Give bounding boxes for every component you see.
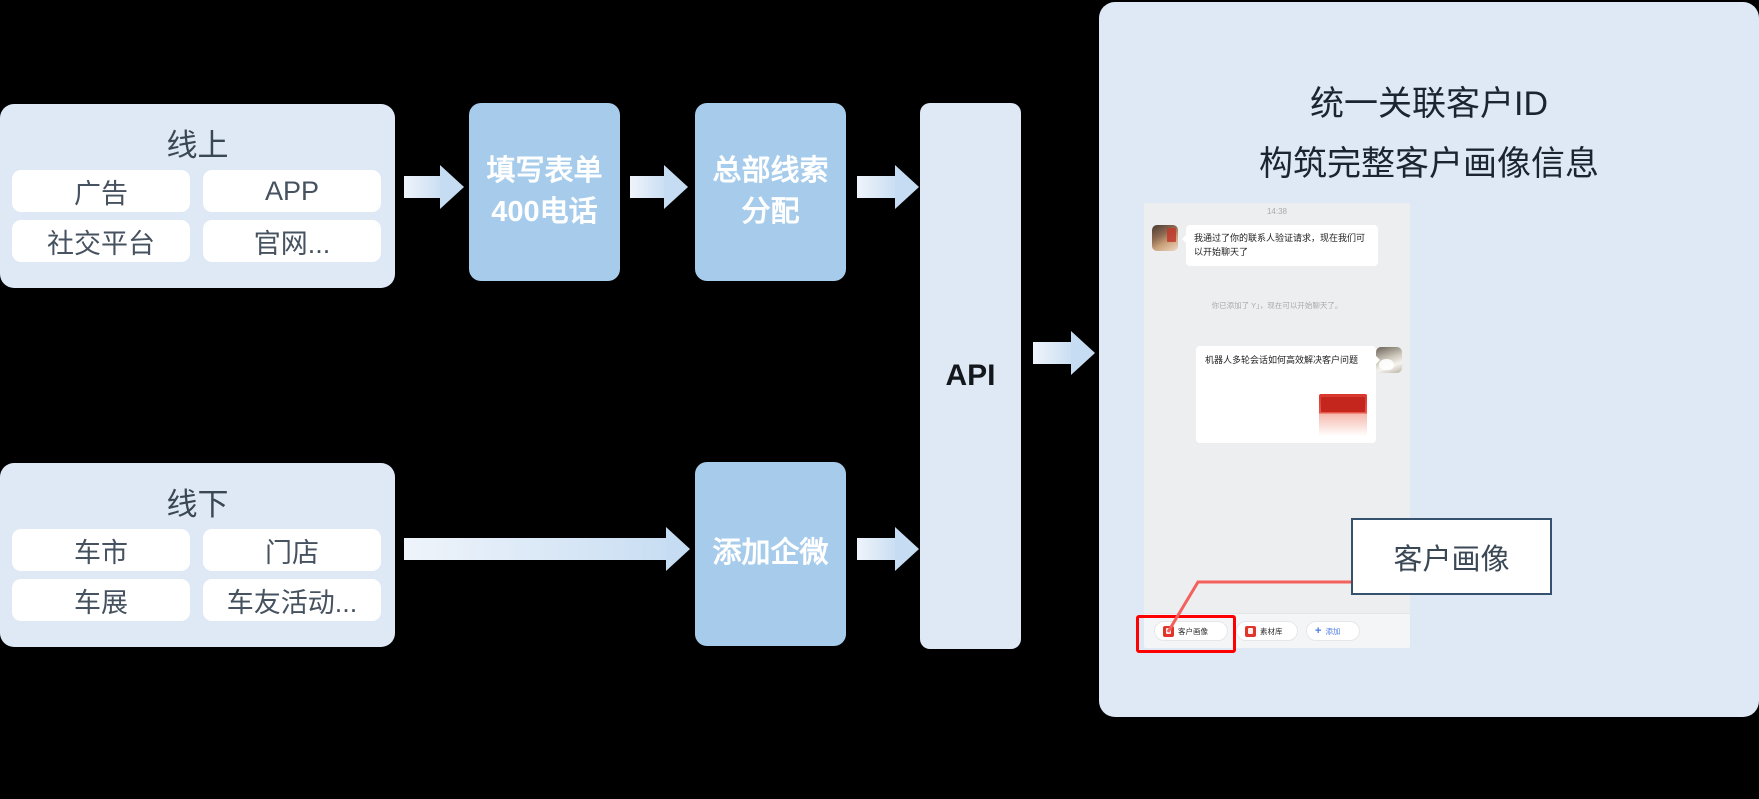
arrow-hq-to-api [857, 165, 919, 209]
source-panel-online-title: 线上 [166, 128, 229, 163]
toolbar-button-add-label: 添加 [1325, 626, 1341, 636]
arrow-wecom-to-api [857, 527, 919, 571]
chat-bubble-outgoing-text: 机器人多轮会话如何高效解决客户问题 [1205, 355, 1359, 365]
process-box-form-line-0: 填写表单 [486, 154, 603, 187]
chat-system-note: 你已添加了 Y」，现在可以开始聊天了。 [1211, 301, 1343, 310]
source-chip-online-3[interactable]: 官网... [203, 220, 381, 262]
arrow-online-to-form [404, 165, 464, 209]
toolbar-button-customer-profile-label: 客户画像 [1178, 626, 1208, 636]
process-box-hq-lead[interactable]: 总部线索 分配 [695, 103, 846, 281]
plus-icon: + [1315, 624, 1322, 637]
toolbar-button-add[interactable]: + 添加 [1306, 621, 1360, 641]
arrow-form-to-hq [630, 165, 688, 209]
process-box-add-wecom[interactable]: 添加企微 [695, 462, 846, 646]
process-box-hq-lead-line-0: 总部线索 [712, 154, 829, 187]
callout-customer-profile-label: 客户画像 [1393, 543, 1510, 576]
api-column[interactable]: API [920, 103, 1021, 649]
callout-customer-profile: 客户画像 [1351, 518, 1552, 595]
chat-toolbar: 客户画像 素材库 + 添加 [1144, 613, 1410, 648]
chat-bubble-incoming: 我通过了你的联系人验证请求，现在我们可以开始聊天了 [1182, 225, 1378, 266]
source-chip-offline-3[interactable]: 车友活动... [203, 579, 381, 621]
chat-timestamp: 14:38 [1266, 207, 1288, 216]
source-panel-offline-title: 线下 [166, 487, 229, 522]
source-chip-offline-0[interactable]: 车市 [12, 529, 190, 571]
chat-bubble-outgoing: 机器人多轮会话如何高效解决客户问题 [1196, 346, 1380, 443]
source-chip-online-1[interactable]: APP [203, 170, 381, 212]
process-box-form-line-1: 400电话 [491, 196, 598, 228]
process-box-hq-lead-line-1: 分配 [741, 196, 800, 228]
process-box-add-wecom-line-0: 添加企微 [712, 537, 829, 570]
library-icon [1245, 625, 1256, 637]
toolbar-button-material-library-label: 素材库 [1260, 626, 1283, 636]
arrow-offline-to-wecom [404, 527, 690, 571]
shared-card-thumbnail [1319, 394, 1367, 436]
source-chip-offline-1[interactable]: 门店 [203, 529, 381, 571]
panel-headline-1: 统一关联客户ID [1310, 85, 1548, 123]
self-avatar [1376, 347, 1402, 373]
source-chip-online-2[interactable]: 社交平台 [12, 220, 190, 262]
arrow-api-to-profile-panel [1033, 331, 1095, 375]
toolbar-button-material-library[interactable]: 素材库 [1236, 621, 1298, 641]
source-chip-online-0[interactable]: 广告 [12, 170, 190, 212]
highlight-box-customer-profile [1136, 615, 1236, 653]
callout-leader-line [1166, 580, 1355, 633]
source-chip-offline-2[interactable]: 车展 [12, 579, 190, 621]
process-box-form[interactable]: 填写表单 400电话 [469, 103, 620, 281]
source-panel-offline: 线下 车市 门店 车展 车友活动... [0, 463, 395, 647]
panel-headline-2: 构筑完整客户画像信息 [1259, 145, 1599, 183]
contact-avatar [1152, 225, 1178, 251]
source-panel-online: 线上 广告 APP 社交平台 官网... [0, 104, 395, 288]
